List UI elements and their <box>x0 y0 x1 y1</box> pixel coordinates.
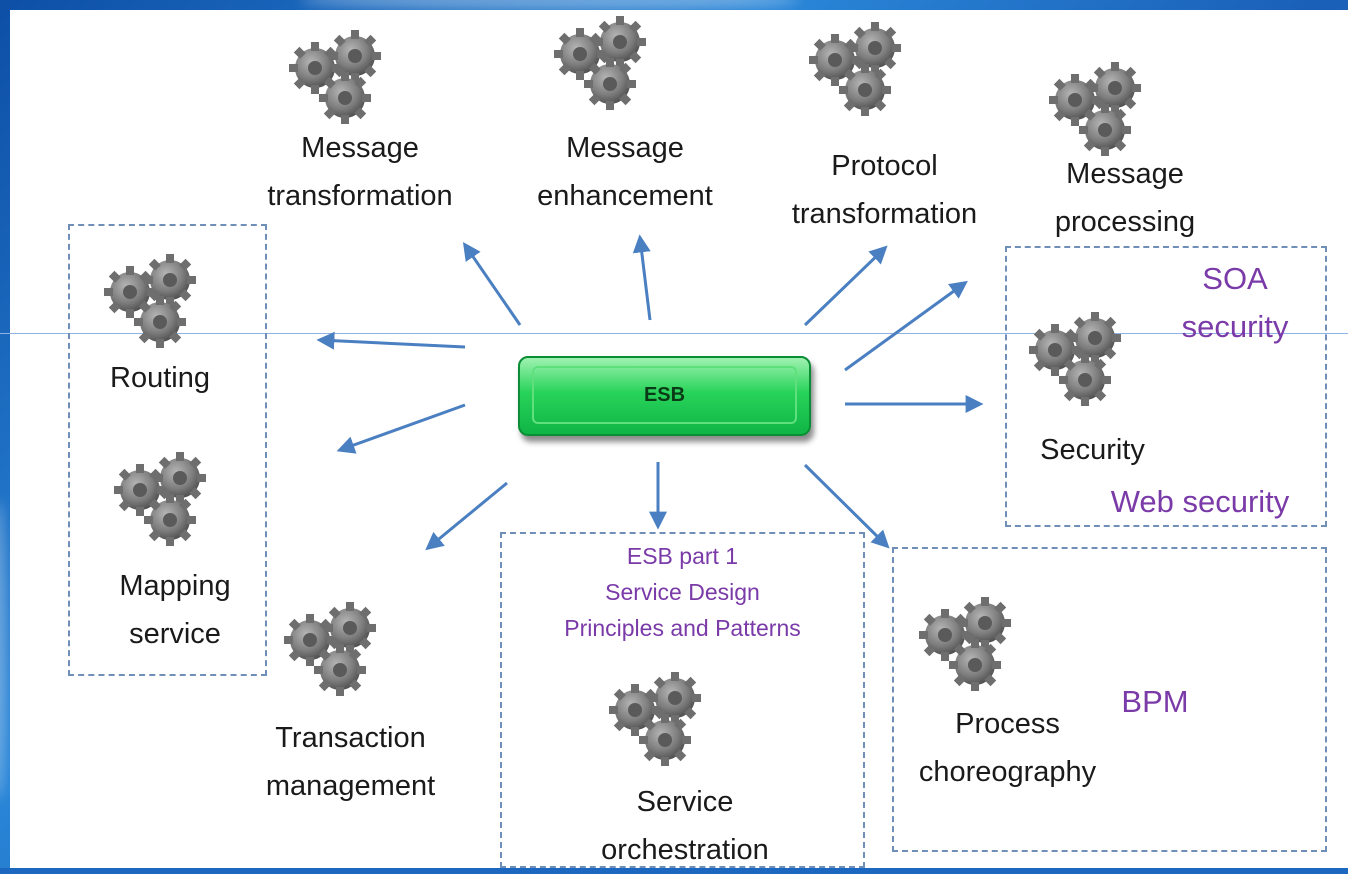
routing-mapping-group <box>68 224 267 676</box>
gears-icon <box>1040 60 1160 160</box>
message-transformation-label: Message transformation <box>267 132 453 212</box>
process-choreography-label: Process choreography <box>918 708 1097 788</box>
arrow-to-routing <box>316 331 466 350</box>
arrow-to-message-transformation <box>462 242 522 326</box>
gears-icon <box>275 600 395 700</box>
guide-line <box>0 333 1348 334</box>
message-enhancement-label: Message enhancement <box>537 132 713 212</box>
protocol-transformation-label: Protocol transformation <box>791 150 978 230</box>
arrow-to-bpm <box>803 463 890 549</box>
gears-icon <box>105 450 225 550</box>
esb-part1-label: ESB part 1 Service Design Principles and… <box>564 543 801 641</box>
service-orchestration-label: Service orchestration <box>601 786 769 866</box>
background-streak <box>0 500 6 800</box>
gears-icon <box>280 28 400 128</box>
esb-part1-group <box>500 532 865 868</box>
security-group <box>1005 246 1327 527</box>
arrow-to-protocol-transformation <box>803 245 888 327</box>
security-label: Security <box>1040 434 1145 466</box>
soa-security-label: SOA security <box>1181 261 1289 344</box>
arrow-to-transaction-management <box>425 481 508 551</box>
arrow-to-message-enhancement <box>632 234 652 321</box>
arrow-to-mapping-service <box>336 403 466 454</box>
transaction-management-label: Transaction management <box>265 722 436 802</box>
web-security-label: Web security <box>1110 484 1290 519</box>
esb-label: ESB <box>532 366 797 424</box>
gears-icon <box>95 252 215 352</box>
gears-icon <box>545 14 665 114</box>
gears-icon <box>910 595 1030 695</box>
gears-icon <box>600 670 720 770</box>
routing-label: Routing <box>110 362 210 394</box>
esb-node: ESB <box>518 356 811 436</box>
gears-icon <box>800 20 920 120</box>
message-processing-label: Message processing <box>1054 158 1196 238</box>
bpm-label: BPM <box>1121 684 1189 719</box>
gears-icon <box>1020 310 1140 410</box>
background-streak <box>300 0 800 10</box>
bpm-group <box>892 547 1327 852</box>
arrow-to-soa-security <box>844 280 968 372</box>
mapping-service-label: Mapping service <box>119 570 231 650</box>
